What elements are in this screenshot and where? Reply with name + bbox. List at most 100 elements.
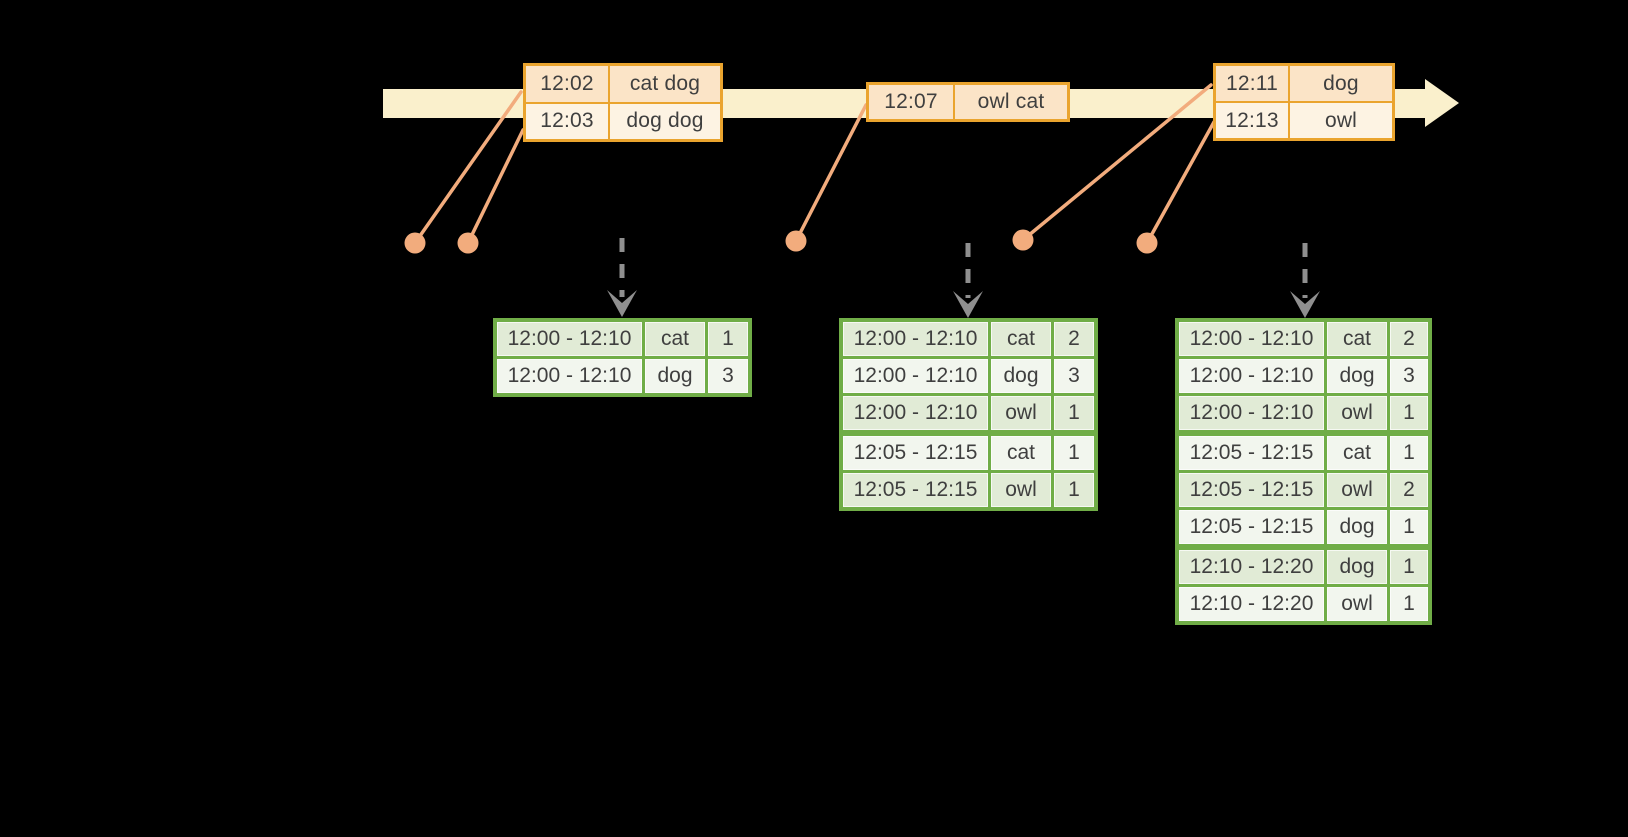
result-window: 12:10 - 12:20 xyxy=(1179,550,1324,584)
result-window: 12:10 - 12:20 xyxy=(1179,587,1324,621)
down-arrowhead-icon xyxy=(953,291,983,318)
result-word: owl xyxy=(1327,587,1387,621)
result-word: cat xyxy=(991,322,1051,356)
result-window: 12:00 - 12:10 xyxy=(1179,396,1324,430)
event-dot xyxy=(457,232,479,254)
result-window: 12:00 - 12:10 xyxy=(843,359,988,393)
event-dot xyxy=(1136,232,1158,254)
result-count: 2 xyxy=(1390,322,1428,356)
result-count: 2 xyxy=(1054,322,1094,356)
result-count: 1 xyxy=(708,322,748,356)
result-word: cat xyxy=(645,322,705,356)
result-word: dog xyxy=(645,359,705,393)
down-arrowhead-icon xyxy=(1290,291,1320,318)
event-time: 12:07 xyxy=(869,85,953,119)
event-connector-line xyxy=(794,103,868,243)
result-window: 12:00 - 12:10 xyxy=(1179,322,1324,356)
event-connector-line xyxy=(1021,83,1213,242)
result-count: 1 xyxy=(1054,473,1094,507)
trigger-arrow xyxy=(1290,243,1320,318)
event-words: dog dog xyxy=(610,103,720,139)
event-words: owl cat xyxy=(955,85,1067,119)
result-count: 3 xyxy=(1054,359,1094,393)
result-window: 12:05 - 12:15 xyxy=(1179,436,1324,470)
event-connectors xyxy=(413,83,1216,245)
result-count: 1 xyxy=(1390,436,1428,470)
timeline-arrowhead-icon xyxy=(1425,79,1459,127)
result-window: 12:05 - 12:15 xyxy=(1179,473,1324,507)
result-count: 1 xyxy=(1390,396,1428,430)
event-dot xyxy=(1012,229,1034,251)
result-window: 12:00 - 12:10 xyxy=(843,322,988,356)
result-word: dog xyxy=(1327,550,1387,584)
result-word: dog xyxy=(991,359,1051,393)
result-window: 12:00 - 12:10 xyxy=(497,322,642,356)
result-count: 1 xyxy=(1390,550,1428,584)
down-arrowhead-icon xyxy=(607,290,637,317)
event-words: owl xyxy=(1290,103,1392,138)
result-window: 12:00 - 12:10 xyxy=(497,359,642,393)
result-count: 1 xyxy=(1390,587,1428,621)
result-word: owl xyxy=(1327,473,1387,507)
result-word: cat xyxy=(1327,436,1387,470)
result-word: cat xyxy=(991,436,1051,470)
result-word: dog xyxy=(1327,359,1387,393)
result-window: 12:05 - 12:15 xyxy=(843,473,988,507)
trigger-arrows xyxy=(607,238,1320,318)
event-time: 12:03 xyxy=(526,103,608,139)
event-connector-line xyxy=(413,90,523,245)
result-count: 2 xyxy=(1390,473,1428,507)
event-time: 12:13 xyxy=(1216,103,1288,138)
result-word: owl xyxy=(1327,396,1387,430)
event-time: 12:02 xyxy=(526,66,608,102)
event-connector-line xyxy=(1145,120,1216,245)
result-word: owl xyxy=(991,396,1051,430)
event-words: dog xyxy=(1290,66,1392,101)
result-word: owl xyxy=(991,473,1051,507)
event-dots xyxy=(404,229,1158,254)
trigger-arrow xyxy=(953,243,983,318)
result-window: 12:05 - 12:15 xyxy=(843,436,988,470)
result-count: 3 xyxy=(1390,359,1428,393)
event-connector-line xyxy=(466,128,525,245)
result-count: 1 xyxy=(1054,396,1094,430)
result-count: 1 xyxy=(1390,510,1428,544)
event-dot xyxy=(404,232,426,254)
event-time: 12:11 xyxy=(1216,66,1288,101)
trigger-arrow xyxy=(607,238,637,317)
result-window: 12:00 - 12:10 xyxy=(1179,359,1324,393)
event-words: cat dog xyxy=(610,66,720,102)
result-count: 1 xyxy=(1054,436,1094,470)
result-word: dog xyxy=(1327,510,1387,544)
result-window: 12:00 - 12:10 xyxy=(843,396,988,430)
result-word: cat xyxy=(1327,322,1387,356)
result-count: 3 xyxy=(708,359,748,393)
